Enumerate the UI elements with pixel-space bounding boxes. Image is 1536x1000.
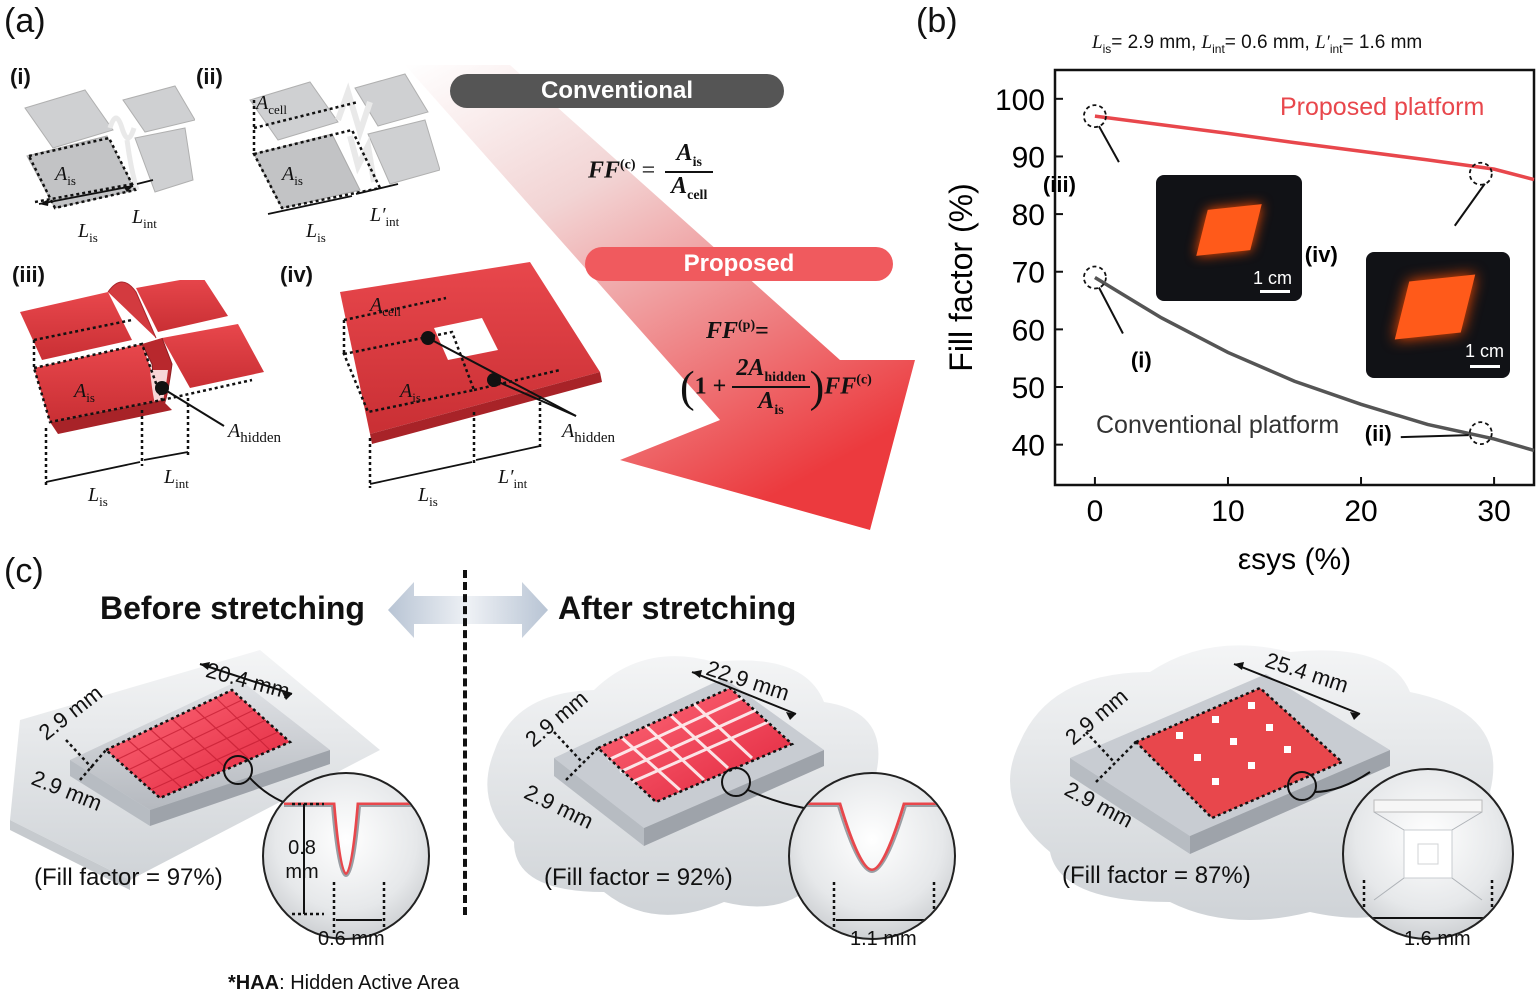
- sub-label-iv: (iv): [280, 262, 313, 287]
- after-stretching-title: After stretching: [558, 590, 797, 626]
- footnote-text: : Hidden Active Area: [279, 972, 460, 994]
- label-L-is-i: Lis: [78, 220, 98, 245]
- annotation-arrow: [1453, 183, 1486, 227]
- label-L-is-iii: Lis: [88, 484, 108, 509]
- x-tick-label: 20: [1344, 495, 1377, 528]
- sub-label-i: (i): [10, 64, 31, 89]
- label-A-cell-iv: Acell: [370, 294, 401, 319]
- y-tick-label: 80: [1012, 199, 1045, 232]
- label-L-int-i: Lint: [132, 206, 157, 231]
- left-cross-section-inset: [262, 772, 430, 940]
- label-A-hidden-iv: Ahidden: [562, 420, 616, 446]
- photo-iii-pixel-array: [1196, 204, 1262, 256]
- panel-b-params: Lis= 2.9 mm, Lint= 0.6 mm, L′int= 1.6 mm: [1092, 32, 1423, 56]
- before-stretching-title: Before stretching: [100, 590, 365, 626]
- right-inset-width-label: 1.6 mm: [1404, 928, 1471, 950]
- annotation-label: (iii): [1043, 172, 1076, 197]
- conventional-pill: Conventional: [450, 74, 784, 108]
- x-tick-label: 30: [1477, 495, 1510, 528]
- annotation-marker: [1468, 421, 1493, 446]
- photo-iii-scale-bar: [1260, 290, 1290, 293]
- device-before-stretching: [10, 650, 380, 890]
- annotation-marker: [1083, 265, 1107, 290]
- series-label-proposed: Proposed platform: [1280, 93, 1484, 121]
- sub-label-iii: (iii): [12, 262, 45, 287]
- photo-iv-display: 1 cm: [1366, 252, 1510, 378]
- annotation-marker: [1083, 104, 1107, 129]
- before-after-divider: [463, 570, 467, 915]
- photo-iii-display: 1 cm: [1156, 175, 1302, 301]
- label-L-is-iv: Lis: [418, 484, 438, 509]
- panel-b-letter: (b): [916, 2, 958, 40]
- y-tick-label: 100: [995, 84, 1045, 117]
- middle-inset-width-label: 1.1 mm: [850, 928, 917, 950]
- label-A-hidden-iii: Ahidden: [228, 420, 282, 446]
- annotation-arrow: [1098, 125, 1120, 163]
- label-A-is-i: Ais: [55, 163, 76, 188]
- annotation-label: (i): [1131, 348, 1152, 373]
- y-axis-label: Fill factor (%): [943, 183, 979, 371]
- proposed-pill: Proposed: [585, 247, 893, 281]
- left-inset-width-label: 0.6 mm: [318, 928, 385, 950]
- photo-iv-scale-bar: [1470, 365, 1500, 368]
- photo-iv-pixel-array: [1394, 274, 1476, 340]
- panel-c-letter: (c): [4, 552, 44, 590]
- annotation-label: (iv): [1305, 242, 1338, 267]
- series-line-proposed: [1094, 114, 1535, 182]
- annotation-arrow: [1400, 434, 1469, 439]
- footnote: *HAA: Hidden Active Area: [228, 972, 459, 995]
- y-tick-label: 60: [1012, 314, 1045, 347]
- series-label-conventional: Conventional platform: [1096, 411, 1339, 439]
- y-tick-label: 70: [1012, 257, 1045, 290]
- y-tick-label: 90: [1012, 141, 1045, 174]
- y-tick-label: 40: [1012, 430, 1045, 463]
- footnote-bold: *HAA: [228, 972, 280, 994]
- left-fill-factor-label: (Fill factor = 97%): [34, 864, 223, 891]
- proposed-stretched-diagram-iv: [340, 262, 602, 488]
- photo-iii-scale-label: 1 cm: [1252, 268, 1292, 288]
- middle-cross-section-inset: [788, 772, 956, 940]
- x-tick-label: 10: [1211, 495, 1244, 528]
- formula-conventional: FF(c) = Ais Acell: [588, 140, 714, 204]
- label-A-cell-ii: Acell: [256, 92, 287, 117]
- label-L-is-ii: Lis: [306, 220, 326, 245]
- label-L-int-prime-iv: L′int: [498, 466, 528, 491]
- annotation-arrow: [1098, 287, 1124, 334]
- conventional-island-diagram-i: [24, 85, 195, 210]
- series-line-conventional: [1094, 276, 1535, 453]
- photo-iv-scale-label: 1 cm: [1464, 341, 1504, 361]
- panel-a-letter: (a): [4, 2, 46, 40]
- label-L-int-prime-ii: L′int: [370, 204, 400, 229]
- right-fill-factor-label: (Fill factor = 87%): [1062, 862, 1251, 889]
- stretch-double-arrow: [388, 582, 548, 638]
- proposed-folded-diagram-iii: [20, 280, 264, 486]
- chart-plot-frame: [1053, 68, 1536, 487]
- formula-proposed-head: FF(p)=: [706, 318, 769, 344]
- label-A-is-iv: Ais: [400, 380, 421, 405]
- x-axis-label: εsys (%): [1238, 543, 1351, 576]
- formula-proposed-body: (1 + 2Ahidden Ais )FF(c): [680, 355, 872, 418]
- x-tick-label: 0: [1087, 495, 1104, 528]
- left-inset-height-label: 0.8 mm: [285, 837, 319, 883]
- sub-label-ii: (ii): [196, 64, 223, 89]
- right-cross-section-inset: [1342, 768, 1514, 940]
- fill-factor-chart: 0 10 20 30 40 50 60 70 80 90 100 εsys (%) Fill facto…: [943, 68, 1536, 576]
- middle-fill-factor-label: (Fill factor = 92%): [544, 864, 733, 891]
- annotation-label: (ii): [1365, 421, 1392, 446]
- conventional-island-diagram-ii: [249, 73, 440, 215]
- annotation-marker: [1468, 161, 1493, 186]
- y-tick-label: 50: [1012, 372, 1045, 405]
- label-A-is-iii: Ais: [74, 380, 95, 405]
- conventional-to-proposed-arrow: [405, 65, 915, 530]
- device-after-stretching-22mm: [487, 656, 883, 915]
- label-A-is-ii: Ais: [282, 163, 303, 188]
- label-L-int-iii: Lint: [164, 466, 189, 491]
